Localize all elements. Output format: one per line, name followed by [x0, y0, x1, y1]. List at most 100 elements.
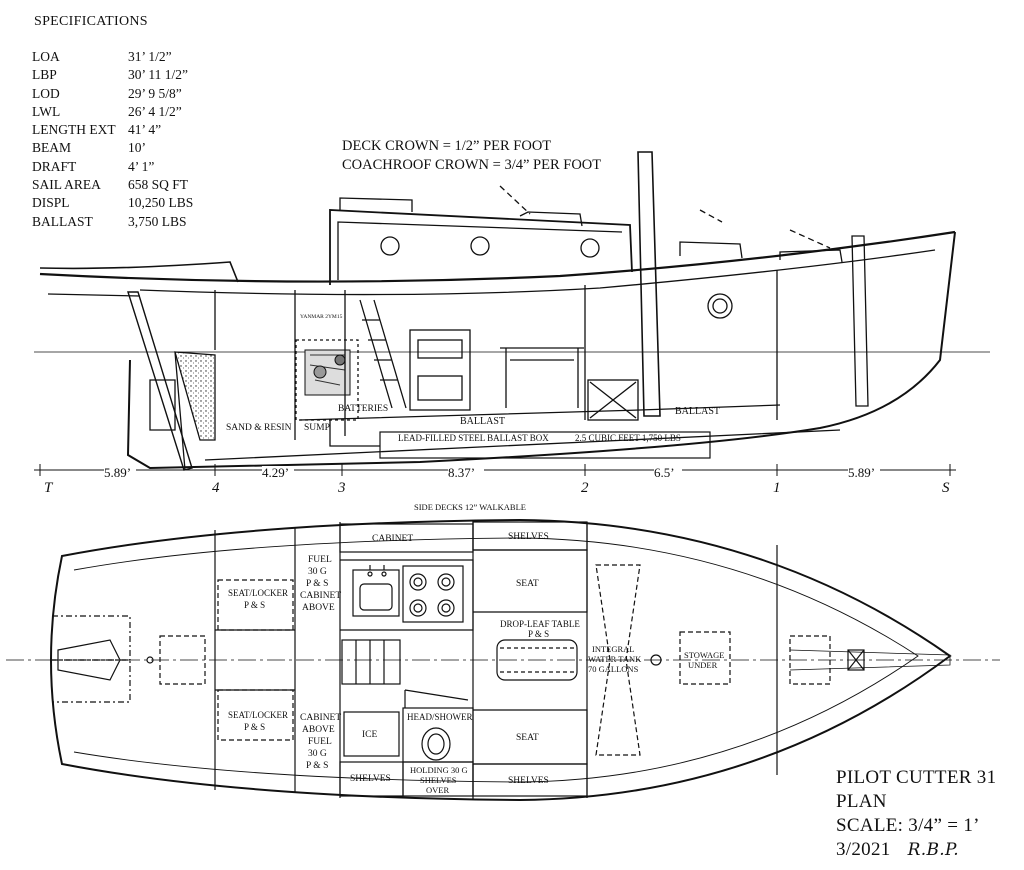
portlight: [470, 236, 490, 256]
spec-value: 10’: [128, 140, 146, 156]
title-block: PILOT CUTTER 31 PLAN SCALE: 3/4” = 1’ 3/…: [836, 766, 996, 862]
ballast-box-label: LEAD-FILLED STEEL BALLAST BOX: [398, 433, 549, 443]
companion-steps: [359, 299, 407, 409]
ice-label: ICE: [362, 730, 378, 740]
spec-value: 31’ 1/2”: [128, 49, 172, 64]
specifications-title: SPECIFICATIONS: [34, 14, 148, 29]
ballast-box-outline: [379, 431, 711, 459]
spec-value: 26’ 4 1/2”: [128, 103, 182, 119]
spec-key: LWL: [32, 103, 61, 119]
cabinet-label: CABINET: [372, 534, 413, 544]
mast: [637, 151, 661, 417]
spec-value: 658 SQ FT: [128, 177, 189, 193]
station-marker: S: [942, 480, 950, 496]
spec-key: DISPL: [32, 195, 70, 211]
spec-key: LBP: [32, 67, 57, 83]
water-tank-capacity: 70 GALLONS: [588, 664, 639, 674]
stowage-under: UNDER: [688, 660, 718, 670]
water-tank-label: INTEGRAL: [592, 644, 635, 654]
profile-view: [34, 151, 990, 471]
side-decks-label: SIDE DECKS 12” WALKABLE: [414, 502, 526, 512]
station-marker: 4: [212, 480, 220, 496]
drawing-name: PILOT CUTTER 31: [836, 767, 997, 788]
cabinet-above-top: CABINET: [300, 591, 341, 601]
cabinet-above-bottom: CABINET: [300, 713, 341, 723]
spec-row: LOA 31’ 1/2”: [32, 48, 193, 66]
spec-value: 41’ 4”: [128, 122, 162, 138]
seat-locker-top-sides: P & S: [244, 600, 265, 610]
fuel-bottom-qty: 30 G: [308, 749, 327, 759]
spec-value: 10,250 LBS: [128, 195, 194, 211]
station-spacing: 5.89’: [848, 465, 875, 480]
bitt: [851, 235, 869, 407]
drop-leaf-table: [496, 639, 578, 681]
spec-key: BALLAST: [32, 213, 93, 229]
station-spacing: 6.5’: [654, 465, 675, 480]
seat-top-label: SEAT: [516, 579, 539, 589]
drawing-view: PLAN: [836, 791, 887, 812]
holding-label: HOLDING 30 G: [410, 765, 468, 775]
seat-locker-top: SEAT/LOCKER: [228, 588, 288, 598]
water-tank: [595, 564, 641, 756]
spec-row: SAIL AREA 658 SQ FT: [32, 176, 193, 194]
station-marker: 2: [581, 480, 589, 496]
fuel-top-qty: 30 G: [308, 567, 327, 577]
spec-row: LBP 30’ 11 1/2”: [32, 66, 193, 84]
sheer-line: [39, 230, 956, 283]
seat-bottom-label: SEAT: [516, 733, 539, 743]
spec-value: 3,750 LBS: [128, 213, 187, 229]
stove-profile: [409, 329, 471, 411]
spec-key: BEAM: [32, 140, 72, 156]
deck-crown-note: DECK CROWN = 1/2” PER FOOT: [342, 138, 552, 154]
fuel-top-label: FUEL: [308, 555, 332, 565]
seat-locker-bottom-sides: P & S: [244, 722, 265, 732]
holding-over: OVER: [426, 785, 449, 795]
sump-label: SUMP: [304, 423, 330, 433]
holding-shelves: SHELVES: [420, 775, 457, 785]
spec-key: DRAFT: [32, 158, 77, 174]
plan-view: [6, 518, 1000, 802]
portlight: [380, 236, 400, 256]
boomkin: [39, 261, 239, 283]
batteries-label: BATTERIES: [338, 404, 388, 414]
cabinet-above-top-2: ABOVE: [302, 603, 335, 613]
station-spacing: 4.29’: [262, 465, 289, 480]
toilet: [421, 727, 451, 761]
shelves-top-label: SHELVES: [508, 532, 549, 542]
spec-value: 30’ 11 1/2”: [128, 67, 188, 83]
fuel-top-sides: P & S: [306, 579, 328, 589]
station-spacing: 8.37’: [448, 465, 475, 480]
fuel-bottom-sides: P & S: [306, 761, 328, 771]
engine: [304, 349, 351, 396]
hull-portlight: [707, 293, 733, 319]
sink: [352, 569, 400, 617]
table-profile: [500, 347, 584, 408]
fuel-bottom-label: FUEL: [308, 737, 332, 747]
station-line: [34, 464, 956, 476]
spec-key: SAIL AREA: [32, 177, 101, 193]
rudder: [127, 291, 193, 471]
spec-row: BALLAST 3,750 LBS: [32, 213, 193, 231]
spec-value: 4’ 1”: [128, 158, 155, 174]
spec-key: LOD: [32, 85, 60, 101]
spec-row: BEAM 10’: [32, 139, 193, 157]
coachroof-crown-note: COACHROOF CROWN = 3/4” PER FOOT: [342, 157, 602, 173]
drawing-scale: SCALE: 3/4” = 1’: [836, 815, 980, 836]
drawing-date: 3/2021: [836, 839, 891, 860]
ballast-box-detail: 2.5 CUBIC FEET 1,750 LBS: [575, 433, 681, 443]
engine-label: YANMAR 2YM15: [300, 314, 343, 320]
head-label: HEAD/SHOWER: [407, 712, 473, 722]
portlight: [580, 238, 600, 258]
water-tank-label-2: WATER TANK: [588, 654, 642, 664]
spec-key: LOA: [32, 49, 60, 64]
spec-row: DISPL 10,250 LBS: [32, 194, 193, 212]
station-marker: 1: [773, 480, 781, 496]
shelves-bottom-right-label: SHELVES: [508, 776, 549, 786]
sand-resin-label: SAND & RESIN: [226, 423, 292, 433]
spec-row: LWL 26’ 4 1/2”: [32, 103, 193, 121]
cabinet-above-bottom-2: ABOVE: [302, 725, 335, 735]
